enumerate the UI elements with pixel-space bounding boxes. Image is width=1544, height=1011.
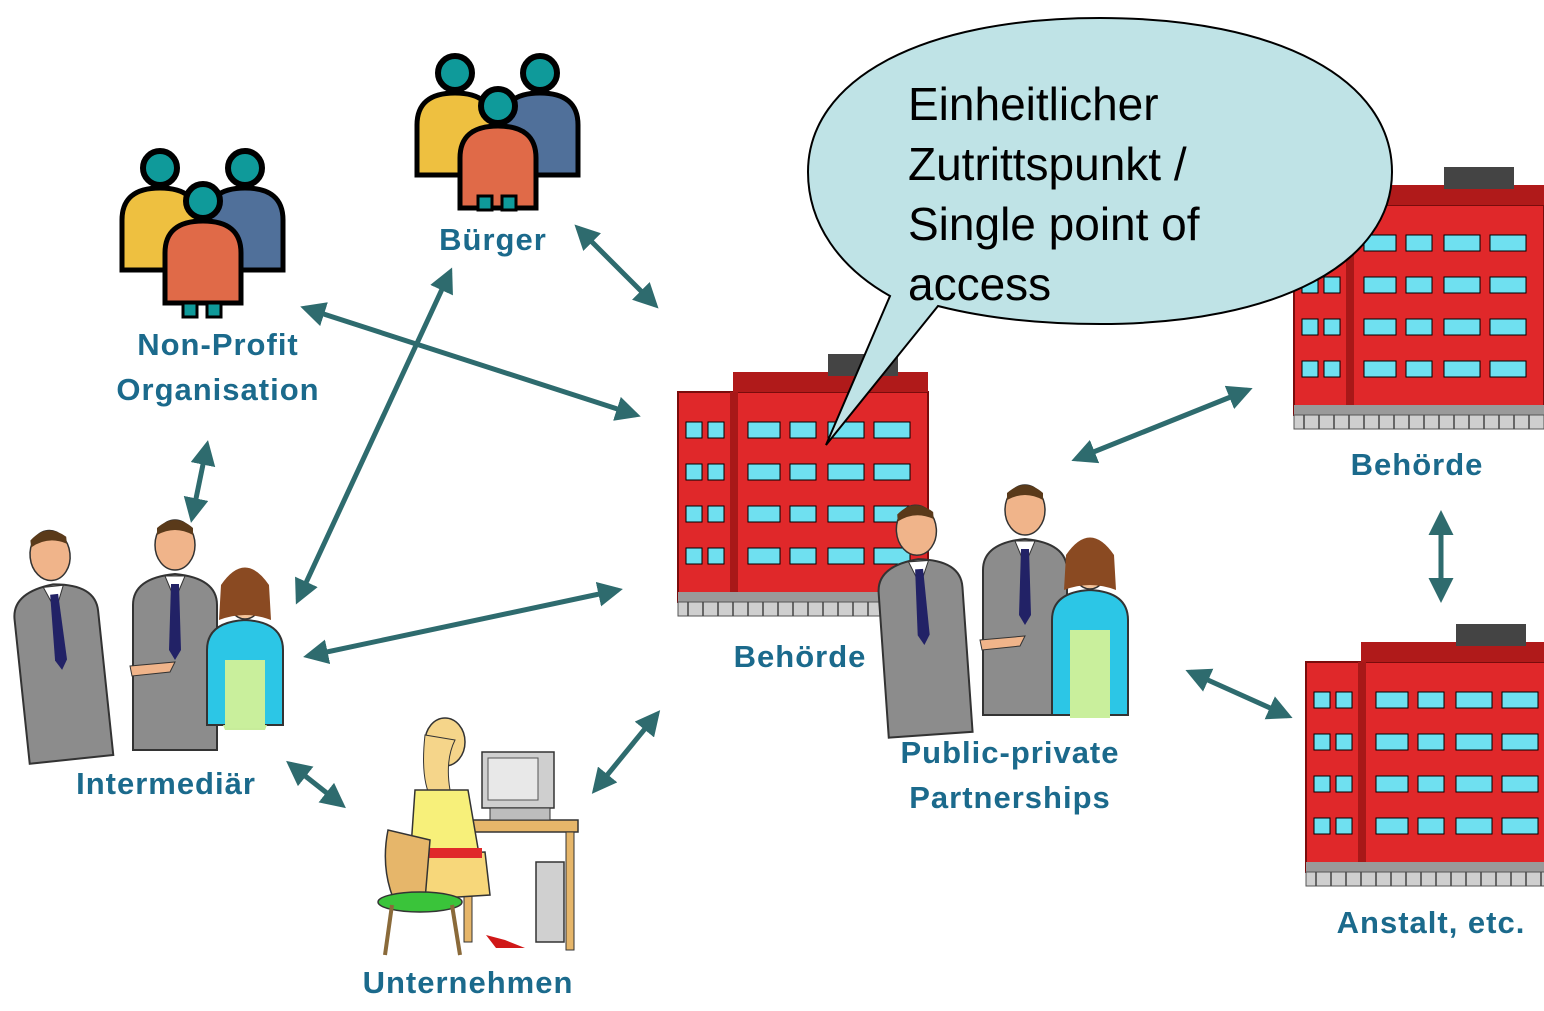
- bubble-line-2: Zutrittspunkt /: [908, 138, 1187, 190]
- label-behoerde-right: Behörde: [1351, 447, 1484, 482]
- arrow-unternehmen-behoerde: [591, 710, 661, 794]
- arrow-npo-intermediaer: [183, 440, 216, 523]
- anstalt-building-icon: [1305, 623, 1544, 887]
- npo-people-icon: [122, 151, 283, 319]
- unternehmen-worker-icon: [377, 717, 579, 956]
- intermediaer-people-icon: [4, 519, 284, 765]
- label-ppp-line2: Partnerships: [909, 780, 1111, 815]
- label-unternehmen: Unternehmen: [363, 965, 574, 1000]
- label-npo-line1: Non-Profit: [137, 327, 299, 362]
- arrow-intermediaer-unternehmen: [286, 760, 346, 809]
- label-ppp-line1: Public-private: [901, 735, 1120, 770]
- label-intermediaer: Intermediär: [76, 766, 256, 801]
- connection-arrows: [183, 224, 1454, 809]
- speech-bubble-text: Einheitlicher Zutrittspunkt / Single poi…: [908, 74, 1328, 314]
- label-npo-line2: Organisation: [116, 372, 319, 407]
- label-anstalt: Anstalt, etc.: [1337, 905, 1526, 940]
- arrow-buerger-behoerde: [574, 224, 659, 309]
- bubble-line-1: Einheitlicher: [908, 78, 1159, 130]
- arrow-ppp-anstalt: [1185, 668, 1293, 720]
- bubble-line-4: access: [908, 258, 1052, 310]
- speech-bubble: [806, 16, 1394, 446]
- label-behoerde-center: Behörde: [734, 639, 867, 674]
- bubble-line-3: Single point of: [908, 198, 1200, 250]
- arrow-intermediaer-behoerde: [303, 581, 623, 665]
- arrow-npo-behoerde: [300, 302, 641, 421]
- arrow-buerger-intermediaer: [295, 267, 453, 605]
- arrow-behoerde-behoerde: [1071, 385, 1253, 464]
- label-buerger: Bürger: [439, 222, 547, 257]
- ppp-people-icon: [871, 484, 1129, 739]
- buerger-people-icon: [417, 56, 578, 212]
